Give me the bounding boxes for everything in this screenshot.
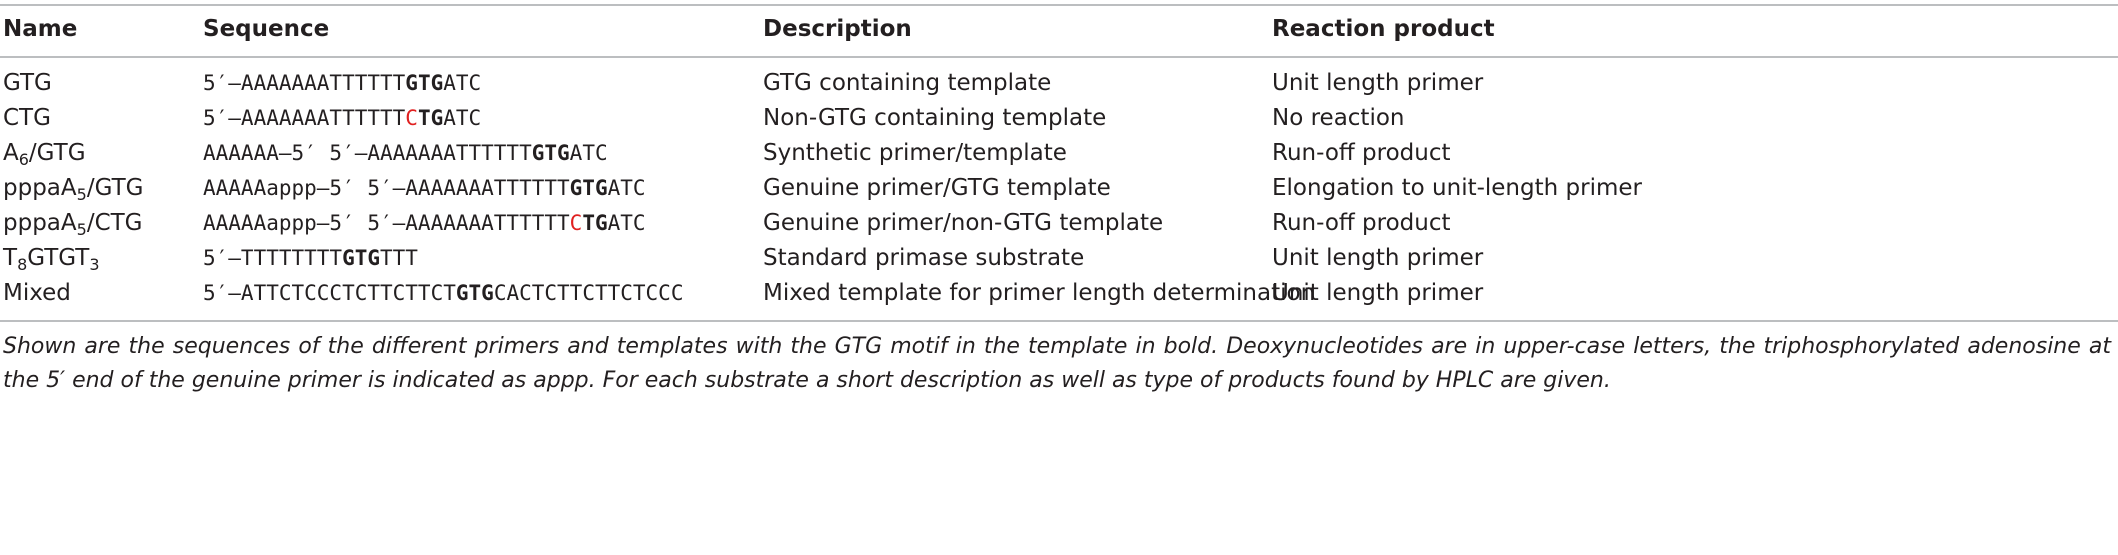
sequence-prefix: 5′–AAAAAAATTTTTT [203,106,406,130]
table-row-description: Standard primase substrate [763,245,1085,271]
sequence-prefix: AAAAAappp–5′ 5′–AAAAAAATTTTTT [203,211,570,235]
sequence-mismatch: C [405,106,418,130]
name-main: pppaA [3,175,77,201]
name-main: Mixed [3,280,71,306]
table-caption: Shown are the sequences of the different… [3,334,2111,393]
name-main: T [3,245,18,271]
table-row-description: Synthetic primer/template [763,140,1067,166]
table-row-reaction-product: Run-off product [1272,210,1451,236]
sequence-prefix: 5′–AAAAAAATTTTTT [203,71,406,95]
sequence-suffix: CACTCTTCTTCTCCC [493,281,684,305]
table-row-description: GTG containing template [763,70,1052,96]
sequence-motif: GTG [531,141,570,165]
name-rest: /GTG [86,175,144,201]
table-row-sequence: AAAAAappp–5′ 5′–AAAAAAATTTTTTGTGATC [203,173,646,203]
table-row-sequence: 5′–TTTTTTTTGTGTTT [203,243,418,273]
table-row-reaction-product: Unit length primer [1272,245,1484,271]
table-row-sequence: 5′–AAAAAAATTTTTTCTGATC [203,103,481,133]
name-subscript: 3 [89,255,100,274]
sequence-suffix: ATC [607,211,646,235]
table-row-reaction-product: Elongation to unit-length primer [1272,175,1642,201]
table-row-sequence: AAAAAappp–5′ 5′–AAAAAAATTTTTTCTGATC [203,208,646,238]
table-row-name: pppaA5/CTG [3,208,143,238]
table-row-sequence: AAAAAA–5′ 5′–AAAAAAATTTTTTGTGATC [203,138,608,168]
sequence-suffix: ATC [569,141,608,165]
table-row-name: T8GTGT3 [3,243,100,273]
name-subscript: 8 [17,255,28,274]
name-rest: /CTG [86,210,143,236]
name-main: GTG [3,70,52,96]
sequence-motif: GTG [342,246,381,270]
table-row-name: CTG [3,103,51,133]
name-subscript: 5 [76,185,87,204]
header-description: Description [763,16,912,42]
sequence-motif: TG [417,106,444,130]
sequence-mismatch: C [569,211,583,235]
table-row-description: Mixed template for primer length determi… [763,280,1316,306]
sequence-motif: GTG [405,71,444,95]
top-rule [0,4,2118,6]
header-name: Name [3,16,78,42]
table-row-name: A6/GTG [3,138,86,168]
sequence-suffix: ATC [443,71,482,95]
sequence-suffix: TTT [380,246,418,270]
name-rest: GTGT [27,245,90,271]
table-row-description: Non-GTG containing template [763,105,1107,131]
bottom-rule [0,320,2118,322]
table-row-sequence: 5′–ATTCTCCCTCTTCTTCTGTGCACTCTTCTTCTCCC [203,278,683,308]
table-row-reaction-product: No reaction [1272,105,1405,131]
name-main: pppaA [3,210,77,236]
table-row-sequence: 5′–AAAAAAATTTTTTGTGATC [203,68,481,98]
header-rule [0,56,2118,58]
table-row-name: GTG [3,68,52,98]
sequence-prefix: AAAAAA–5′ 5′–AAAAAAATTTTTT [203,141,532,165]
table-row-reaction-product: Run-off product [1272,140,1451,166]
sequence-suffix: ATC [607,176,646,200]
sequence-prefix: 5′–ATTCTCCCTCTTCTTCT [203,281,456,305]
sequence-motif: TG [582,211,608,235]
table-row-name: Mixed [3,278,71,308]
name-rest: /GTG [28,140,86,166]
sequence-prefix: AAAAAappp–5′ 5′–AAAAAAATTTTTT [203,176,570,200]
table-row-description: Genuine primer/non-GTG template [763,210,1164,236]
name-subscript: 5 [76,220,87,239]
table-row-reaction-product: Unit length primer [1272,280,1484,306]
sequence-motif: GTG [455,281,494,305]
table-row-description: Genuine primer/GTG template [763,175,1111,201]
header-reaction-product: Reaction product [1272,16,1495,42]
name-main: CTG [3,105,51,131]
sequence-suffix: ATC [443,106,482,130]
sequence-motif: GTG [569,176,608,200]
sequence-prefix: 5′–TTTTTTTT [203,246,343,270]
table-row-name: pppaA5/GTG [3,173,143,203]
name-subscript: 6 [18,150,29,169]
header-sequence: Sequence [203,16,330,42]
table-row-reaction-product: Unit length primer [1272,70,1484,96]
name-main: A [3,140,19,166]
